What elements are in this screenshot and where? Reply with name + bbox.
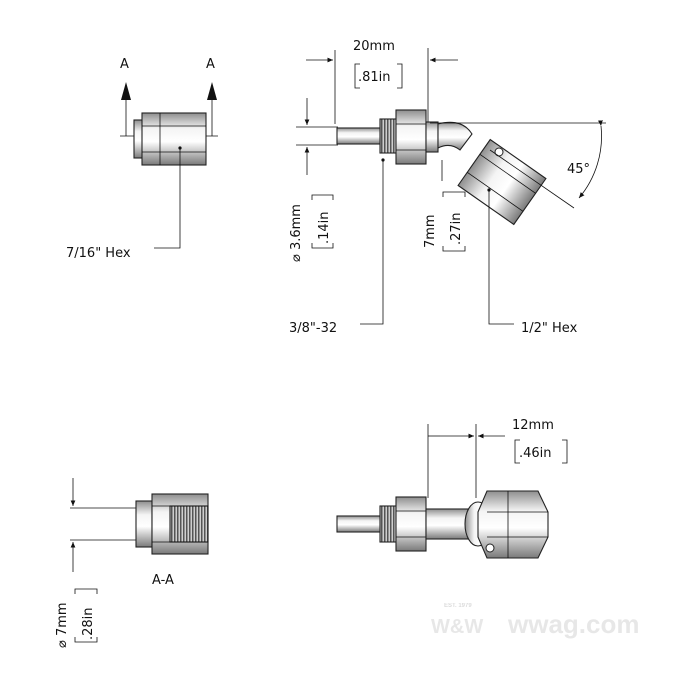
section-mark-left: A <box>120 57 129 72</box>
section-marker-view: A A 7/16" Hex <box>66 57 218 261</box>
section-fitting <box>135 493 209 555</box>
watermark-logo: EST. 1979 W&W wwag.com <box>431 603 639 639</box>
section-diameter-mm-label: ⌀ 7mm <box>55 602 70 648</box>
watermark-est: EST. 1979 <box>444 603 472 609</box>
top-length-mm-label: 12mm <box>512 418 554 433</box>
nut-hex-label: 1/2" Hex <box>521 321 578 336</box>
angle-label: 45° <box>567 162 590 177</box>
watermark-site: wwag.com <box>507 609 639 639</box>
length-mm-label: 20mm <box>353 39 395 54</box>
section-diameter-in-label: .28in <box>81 607 96 640</box>
pin-diameter-mm-label: ⌀ 3.6mm <box>289 204 304 262</box>
side-view: 20mm .81in ⌀ 3.6mm .14in <box>289 39 606 336</box>
bore-mm-label: 7mm <box>423 214 438 248</box>
angled-fitting-top <box>336 490 549 559</box>
length-in-label: .81in <box>358 70 391 85</box>
top-view: 12mm .46in <box>336 418 568 559</box>
section-name-label: A-A <box>152 573 174 588</box>
hex-fitting-side <box>133 112 207 166</box>
angled-fitting-side <box>336 109 547 226</box>
section-a-a-view: A-A ⌀ 7mm .28in <box>55 478 209 648</box>
section-arrow-left <box>121 82 131 136</box>
section-arrow-right <box>207 82 217 136</box>
watermark-brand: W&W <box>431 616 483 638</box>
pin-diameter-in-label: .14in <box>317 211 332 244</box>
hex-size-label: 7/16" Hex <box>66 246 131 261</box>
section-mark-right: A <box>206 57 215 72</box>
top-length-in-label: .46in <box>519 446 552 461</box>
thread-label: 3/8"-32 <box>289 321 337 336</box>
bore-in-label: .27in <box>449 212 464 245</box>
